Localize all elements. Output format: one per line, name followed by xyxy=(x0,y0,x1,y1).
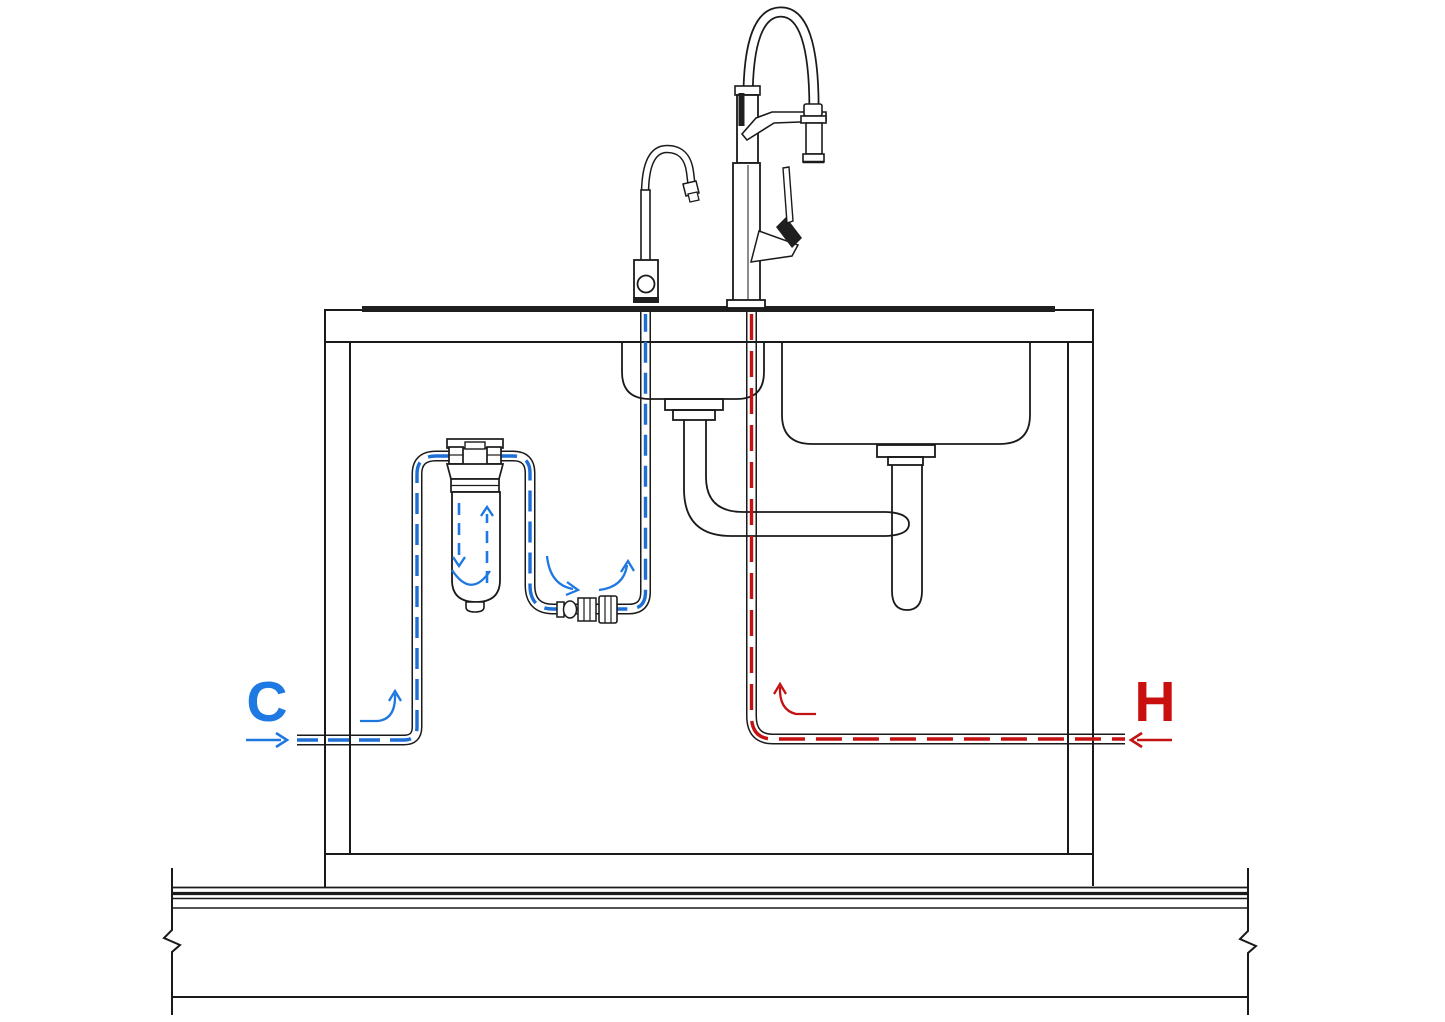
right-basin xyxy=(781,343,1031,445)
spray-head-body xyxy=(805,122,823,155)
cold-coupling-out-arrowhead xyxy=(620,558,635,573)
filter-bracket-notch xyxy=(464,441,486,450)
filter-internal-flow xyxy=(451,503,494,586)
drain-assembly xyxy=(664,398,936,611)
floor-left-break xyxy=(162,868,182,1015)
spray-head-ring xyxy=(800,115,827,124)
cold-tube-outlet-core xyxy=(496,308,650,613)
cold-coupling-in-arrowhead xyxy=(565,581,581,597)
hot-supply-label: H xyxy=(1134,670,1176,734)
floor-right-break xyxy=(1238,868,1258,1015)
left-drain-flange xyxy=(664,398,724,411)
floor-structure xyxy=(162,868,1258,1015)
cold-flow-arrows xyxy=(246,555,635,749)
kitchen-faucet-handle-base xyxy=(776,217,802,248)
waste-arm-rounded-end xyxy=(885,511,910,537)
cold-supply-label: C xyxy=(246,670,288,734)
hot-inlet-arrowhead xyxy=(1128,731,1143,749)
kitchen-faucet-base-flange xyxy=(726,299,766,309)
filter-faucet-mount-nut xyxy=(636,274,656,294)
cold-turn-up-arrowhead xyxy=(388,688,402,702)
cold-tube-inlet-outline xyxy=(297,450,456,746)
filter-faucet xyxy=(633,144,700,303)
trap-downpipe xyxy=(891,465,923,611)
kitchen-faucet-body xyxy=(732,162,761,303)
hot-flow-arrows xyxy=(773,681,1172,749)
kitchen-faucet-handle-shoulder xyxy=(749,230,800,263)
filter-flow-down-arrowhead xyxy=(452,556,466,569)
fitting-body xyxy=(577,597,597,622)
filter-faucet-gooseneck-core xyxy=(642,146,695,196)
cold-tube-inlet-core xyxy=(297,452,456,744)
filter-canister-nub xyxy=(465,601,485,613)
cold-coupling-in-arrow xyxy=(545,555,574,591)
left-tailpiece-elbow-inner xyxy=(705,420,886,513)
cold-turn-up-arrow xyxy=(360,693,397,723)
right-drain-step xyxy=(887,456,924,466)
filter-head-collar xyxy=(445,463,505,480)
countertop xyxy=(324,309,1094,343)
hot-flow-dash xyxy=(749,314,1125,741)
left-tailpiece-elbow-outer xyxy=(683,420,886,537)
cold-flow-dash-outlet xyxy=(496,314,648,611)
filter-faucet-spout-nub xyxy=(687,191,700,203)
kitchen-faucet-hose-core xyxy=(744,8,818,109)
tubing-outlines xyxy=(297,308,1125,746)
quick-connect-fitting xyxy=(556,595,618,624)
fitting-nut xyxy=(598,595,618,624)
fitting-bulb xyxy=(562,600,578,619)
kitchen-faucet xyxy=(726,6,827,309)
cold-inlet-arrowhead xyxy=(275,731,290,749)
left-drain-step xyxy=(672,409,716,421)
cold-coupling-out-arrow xyxy=(598,564,629,592)
cold-flow-dash-inlet xyxy=(297,454,456,742)
filter-faucet-neck xyxy=(640,189,651,263)
kitchen-faucet-handle-lever xyxy=(782,166,794,224)
water-filter xyxy=(445,438,505,613)
countertop-surface-strip xyxy=(362,306,1055,312)
sink-cabinet xyxy=(324,306,1094,887)
right-drain-flange xyxy=(876,444,936,458)
hot-turn-up-arrowhead xyxy=(773,681,787,695)
filter-faucet-base-band xyxy=(633,297,659,303)
kitchen-faucet-dock-stripe xyxy=(738,93,745,126)
filter-flow-up-arrowhead xyxy=(480,504,494,517)
hot-turn-up-arrow xyxy=(778,686,816,716)
spray-head-collar xyxy=(803,103,823,117)
flow-dashes xyxy=(297,314,1125,742)
